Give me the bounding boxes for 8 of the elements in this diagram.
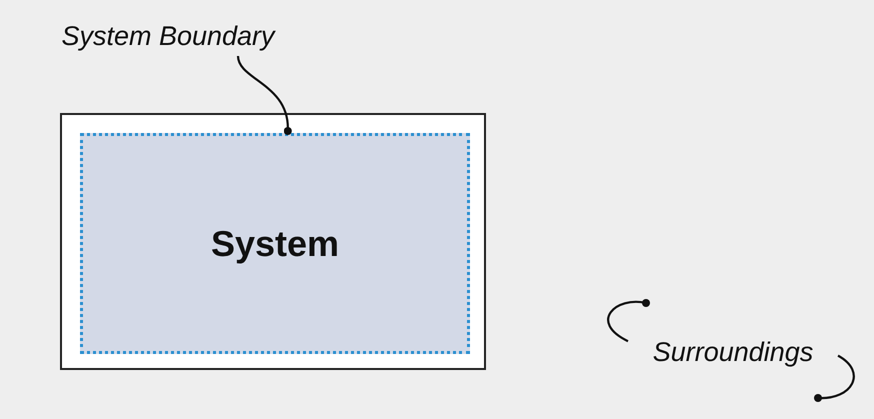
node-label: Surroundings [652,336,814,369]
leader-line [814,354,855,402]
leader-line [607,299,650,342]
node-label: System [210,222,340,266]
node-label: System Boundary [61,20,275,53]
leader-line [236,56,292,135]
system-box [80,133,470,354]
outer-box [60,113,486,370]
